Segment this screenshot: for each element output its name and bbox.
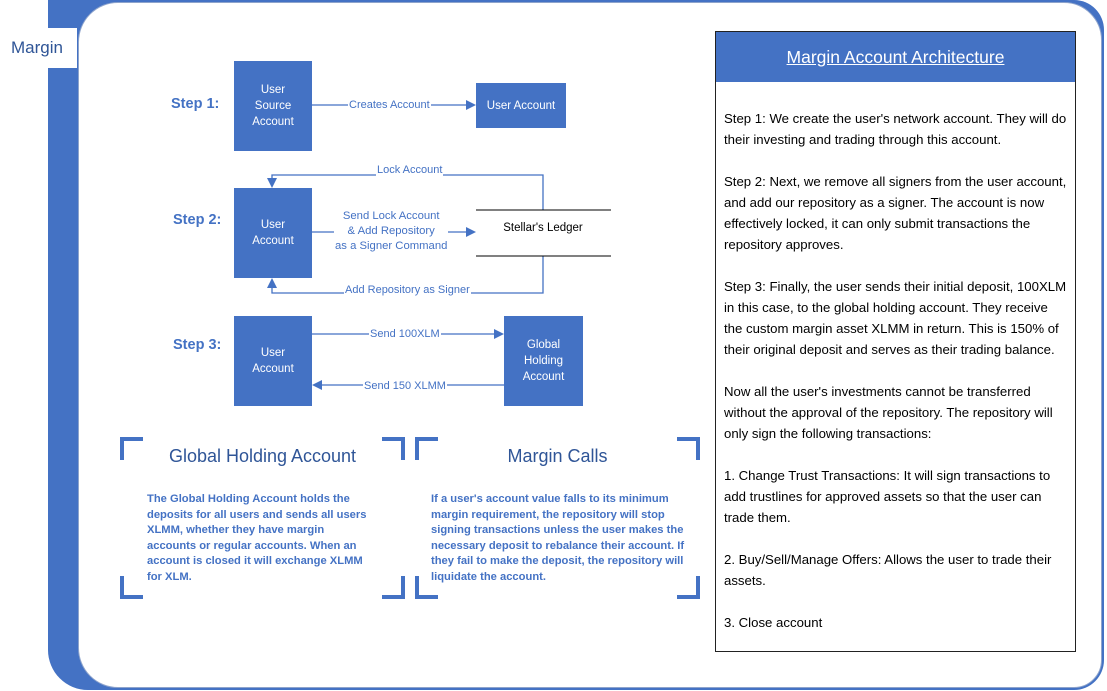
architecture-paragraph: 2. Buy/Sell/Manage Offers: Allows the us… bbox=[724, 552, 1052, 588]
user-account-box-step1: User Account bbox=[476, 83, 566, 128]
architecture-paragraph: Step 2: Next, we remove all signers from… bbox=[724, 174, 1067, 252]
global-holding-account-text: Global Holding Account bbox=[522, 339, 565, 383]
user-source-account-box: User Source Account bbox=[234, 61, 312, 151]
global-holding-title: Global Holding Account bbox=[168, 446, 357, 466]
global-holding-body: The Global Holding Account holds the dep… bbox=[147, 493, 367, 583]
send-150-xlmm-label: Send 150 XLMM bbox=[363, 379, 447, 394]
architecture-paragraph: Step 1: We create the user's network acc… bbox=[724, 111, 1067, 147]
user-account-step3-text: User Account bbox=[252, 347, 294, 375]
global-holding-account-box: Global Holding Account bbox=[504, 316, 583, 406]
architecture-body: Step 1: We create the user's network acc… bbox=[716, 82, 1075, 633]
architecture-paragraph: 1. Change Trust Transactions: It will si… bbox=[724, 468, 1051, 525]
add-repository-label: Add Repository as Signer bbox=[344, 283, 471, 298]
send-lock-command-label: Send Lock Account & Add Repository as a … bbox=[334, 209, 449, 254]
user-account-step2-text: User Account bbox=[252, 219, 294, 247]
step-3-label: Step 3: bbox=[173, 337, 222, 353]
user-account-box-step2: User Account bbox=[234, 188, 312, 278]
global-holding-brackets bbox=[120, 437, 405, 599]
architecture-title: Margin Account Architecture bbox=[716, 32, 1075, 82]
step-2-label: Step 2: bbox=[173, 212, 222, 228]
user-account-step1-text: User Account bbox=[486, 99, 556, 112]
stellars-ledger-label: Stellar's Ledger bbox=[503, 222, 583, 234]
margin-calls-body: If a user's account value falls to its m… bbox=[431, 493, 685, 583]
send-100xlm-label: Send 100XLM bbox=[369, 327, 441, 342]
step-1-label: Step 1: bbox=[171, 96, 220, 112]
lock-account-label: Lock Account bbox=[376, 163, 444, 178]
architecture-paragraph: 3. Close account bbox=[724, 615, 823, 630]
margin-calls-brackets bbox=[415, 437, 700, 599]
architecture-panel: Margin Account Architecture Step 1: We c… bbox=[715, 31, 1076, 652]
margin-tab[interactable]: Margin bbox=[0, 28, 77, 68]
creates-account-label: Creates Account bbox=[348, 98, 431, 113]
architecture-paragraph: Now all the user's investments cannot be… bbox=[724, 384, 1053, 441]
lock-account-arrow bbox=[267, 174, 544, 210]
architecture-paragraph: Step 3: Finally, the user sends their in… bbox=[724, 279, 1067, 357]
user-source-account-text: User Source Account bbox=[252, 84, 294, 128]
margin-calls-title: Margin Calls bbox=[507, 446, 608, 466]
user-account-box-step3: User Account bbox=[234, 316, 312, 406]
margin-tab-label: Margin bbox=[11, 38, 63, 57]
